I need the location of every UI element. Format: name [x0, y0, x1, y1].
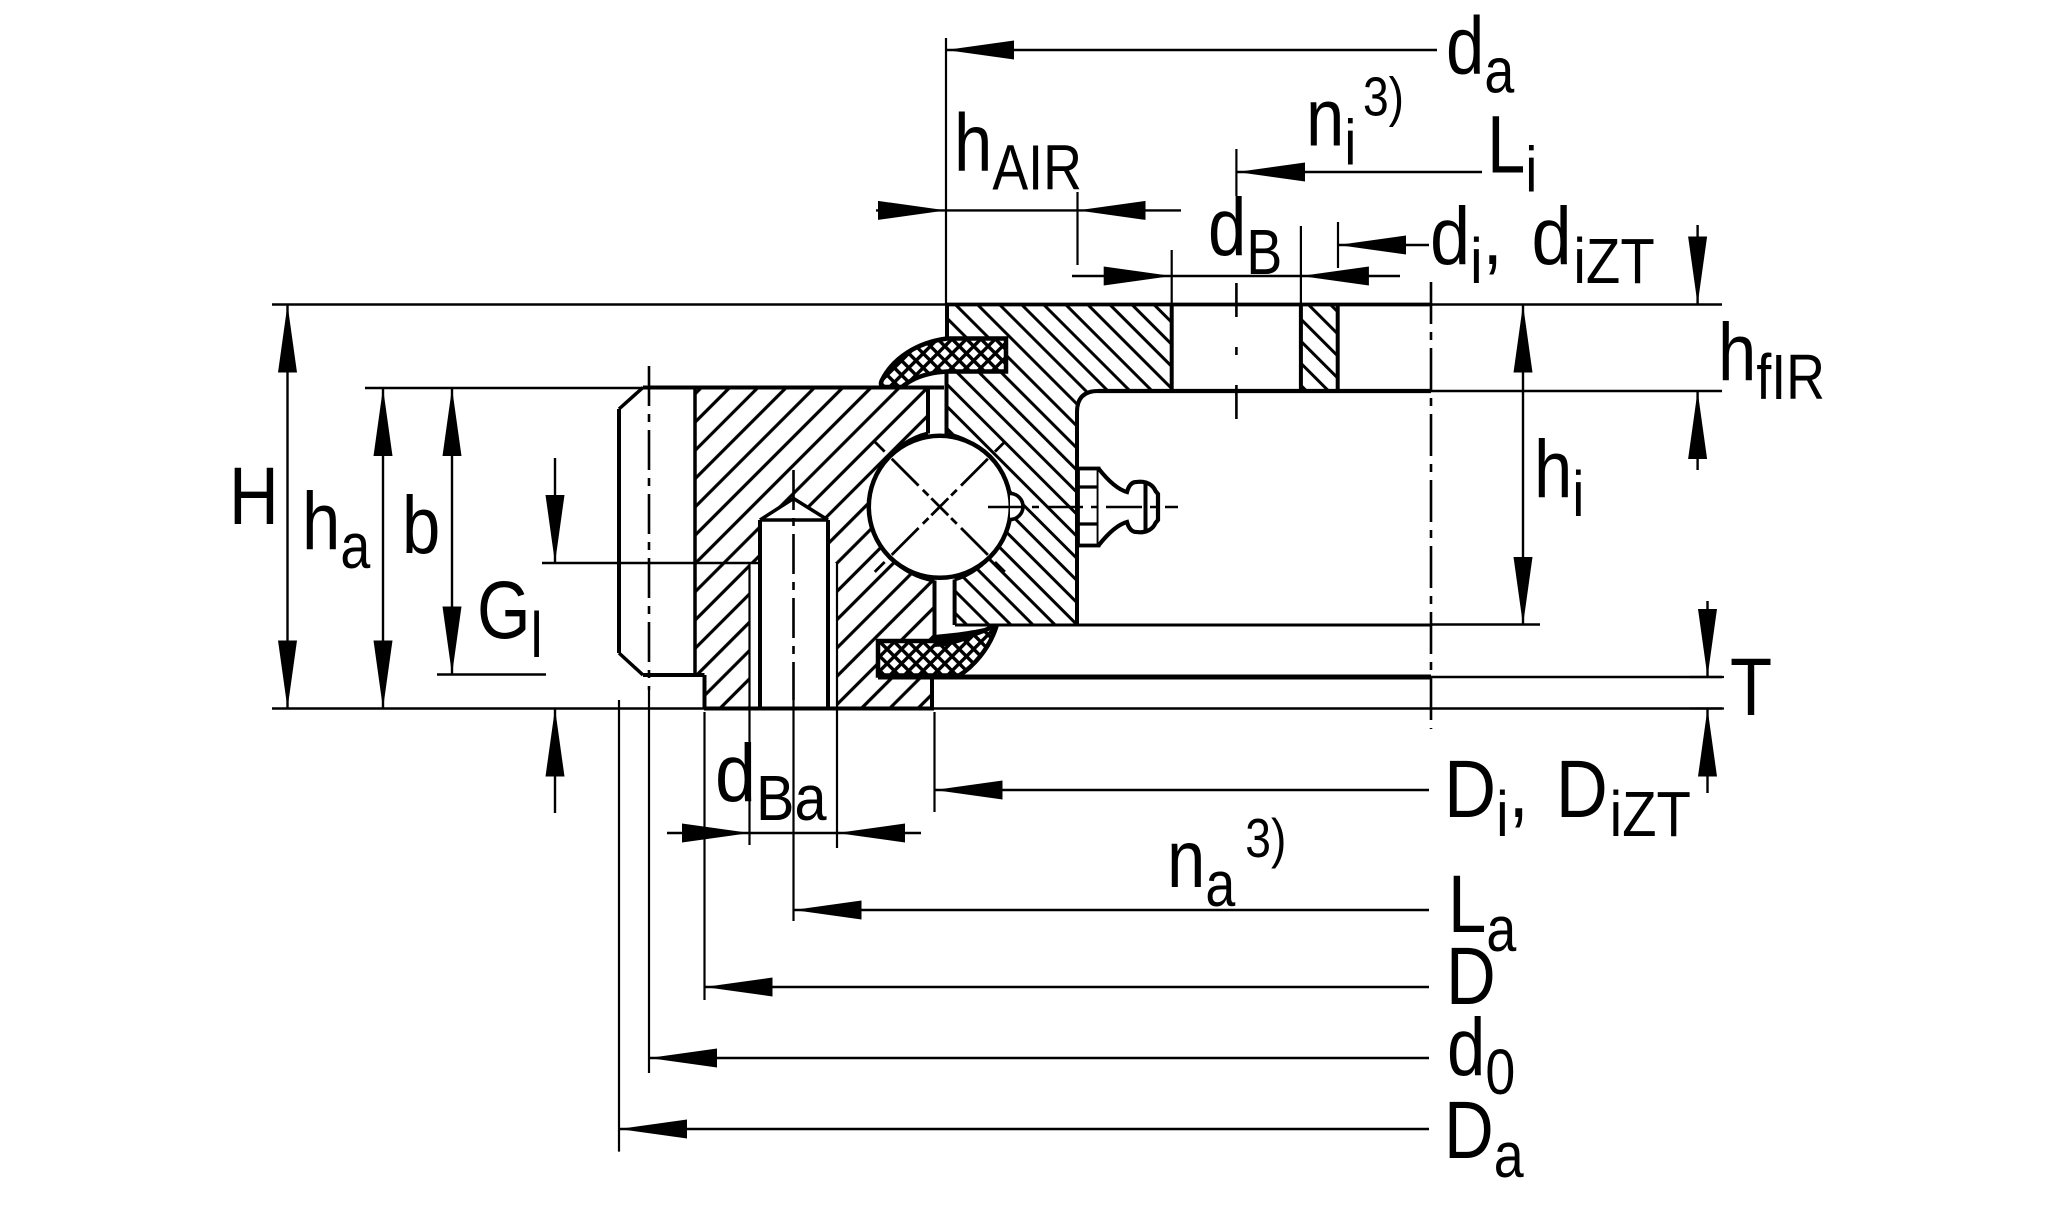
svg-text:D: D	[1446, 930, 1496, 1022]
svg-text:d0: d0	[1447, 1001, 1515, 1108]
svg-text:ha: ha	[302, 475, 370, 582]
svg-text:Di, DiZT: Di, DiZT	[1444, 744, 1691, 850]
svg-text:di, diZT: di, diZT	[1430, 191, 1655, 297]
svg-text:ni3): ni3)	[1306, 66, 1404, 179]
svg-text:H: H	[229, 450, 279, 542]
svg-text:b: b	[402, 479, 440, 571]
svg-text:La: La	[1448, 858, 1516, 965]
svg-text:dB: dB	[1208, 181, 1282, 288]
svg-text:da: da	[1446, 0, 1514, 107]
svg-text:Gl: Gl	[477, 564, 543, 671]
svg-text:hAIR: hAIR	[954, 97, 1082, 204]
svg-text:dBa: dBa	[715, 726, 827, 833]
svg-text:hfIR: hfIR	[1718, 306, 1825, 413]
svg-text:T: T	[1730, 641, 1772, 733]
svg-text:Li: Li	[1487, 99, 1537, 206]
svg-text:na3): na3)	[1167, 807, 1286, 920]
svg-text:hi: hi	[1534, 423, 1584, 530]
svg-text:Da: Da	[1444, 1084, 1524, 1191]
